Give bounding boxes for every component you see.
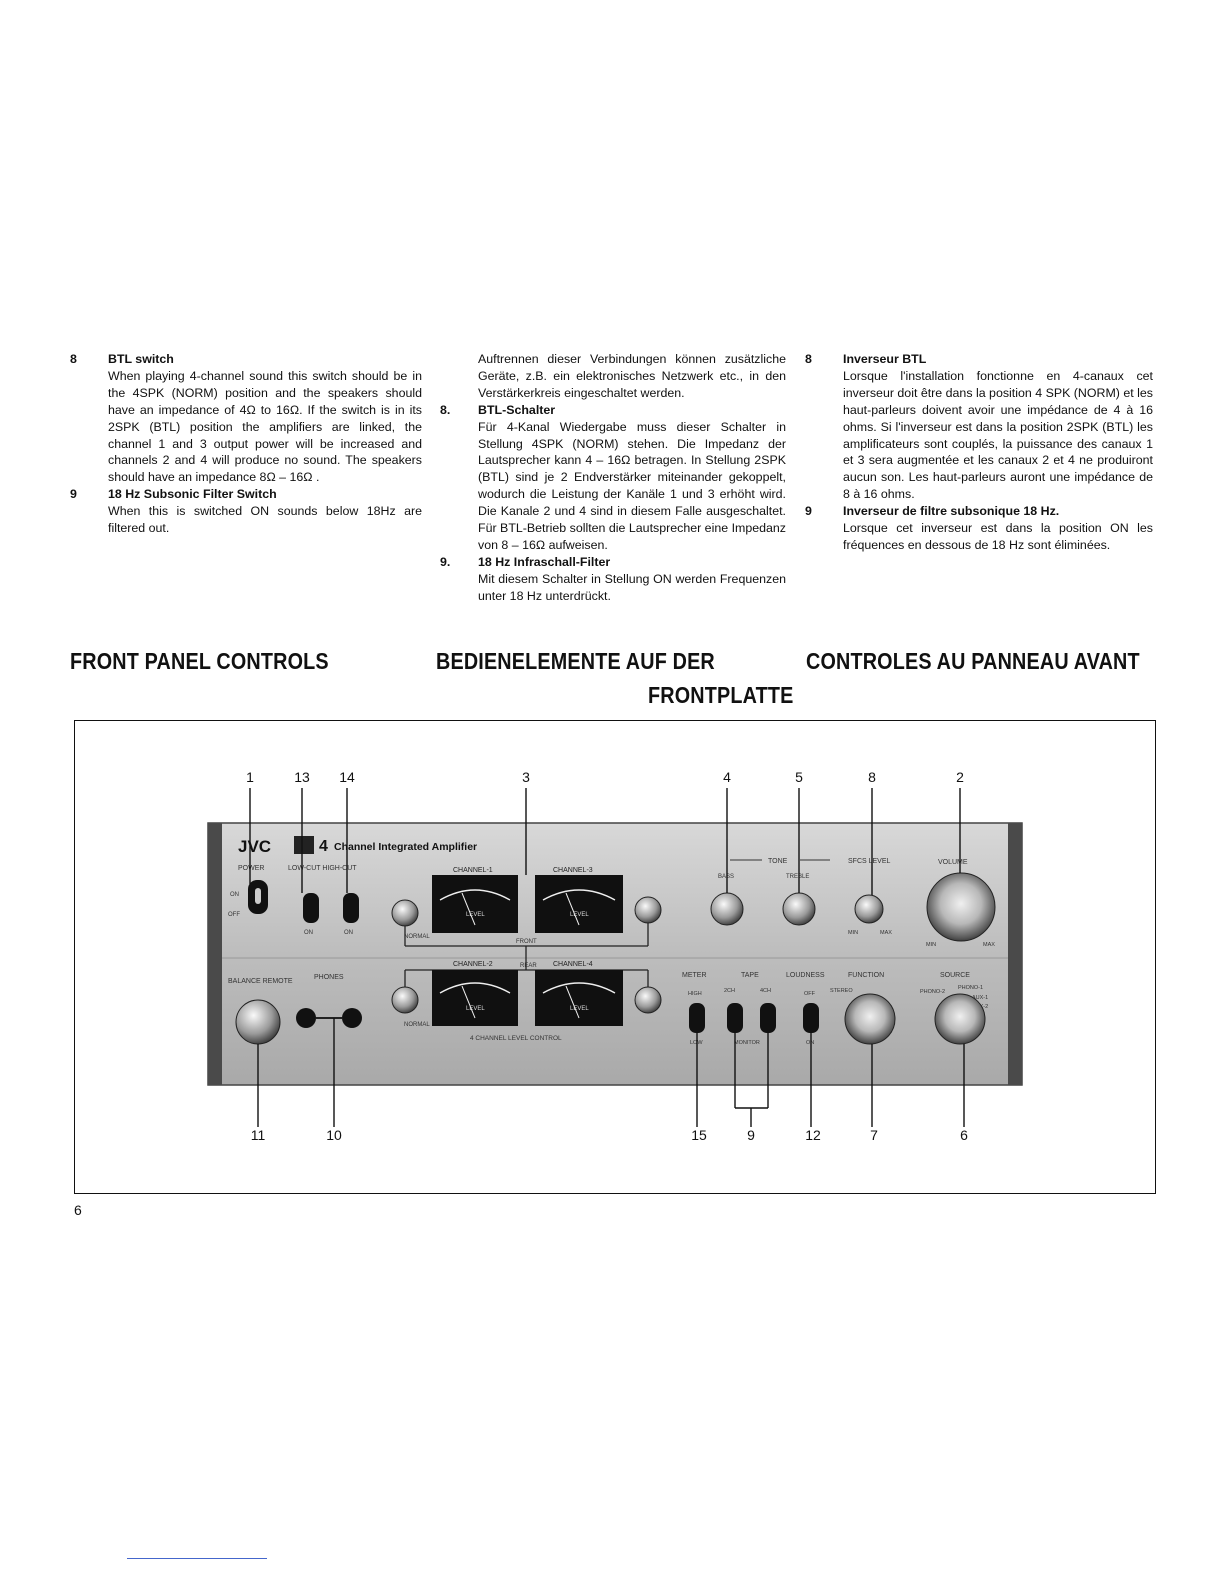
fr-item-9: 9 Inverseur de filtre subsonique 18 Hz. …	[805, 503, 1153, 554]
german-column: Auftrennen dieser Verbindungen können zu…	[440, 351, 786, 605]
de-item-8: 8. BTL-Schalter Für 4-Kanal Wiedergabe m…	[440, 402, 786, 554]
item-title: Inverseur BTL	[843, 352, 927, 366]
item-number: 8	[805, 352, 812, 366]
french-column: 8 Inverseur BTL Lorsque l'installation f…	[805, 351, 1153, 554]
item-body: Lorsque l'installation fonctionne en 4-c…	[843, 368, 1153, 502]
item-body: Mit diesem Schalter in Stellung ON werde…	[478, 571, 786, 603]
item-title: Inverseur de filtre subsonique 18 Hz.	[843, 504, 1060, 519]
footnote-rule	[127, 1558, 267, 1559]
item-number: 8	[70, 352, 77, 366]
heading-german-line1: BEDIENELEMENTE AUF DER	[436, 648, 715, 674]
item-number: 9	[805, 504, 812, 519]
de-item-9: 9. 18 Hz Infraschall-Filter Mit diesem S…	[440, 554, 786, 605]
figure-frame	[74, 720, 1156, 1194]
heading-german-line2: FRONTPLATTE	[648, 682, 794, 708]
item-title: 18 Hz Subsonic Filter Switch	[108, 487, 277, 502]
item-number: 9	[70, 487, 77, 502]
item-title: BTL switch	[108, 352, 174, 366]
page-number: 6	[74, 1202, 82, 1218]
item-number: 8.	[440, 402, 451, 417]
fr-item-8: 8 Inverseur BTL Lorsque l'installation f…	[805, 351, 1153, 503]
item-title: BTL-Schalter	[478, 402, 556, 417]
item-body: When playing 4-channel sound this switch…	[108, 368, 422, 485]
item-body: Lorsque cet inverseur est dans la positi…	[843, 521, 1153, 552]
item-body: Für 4-Kanal Wiedergabe muss dieser Schal…	[478, 419, 786, 552]
heading-english: FRONT PANEL CONTROLS	[70, 648, 329, 674]
de-continuation: Auftrennen dieser Verbindungen können zu…	[478, 352, 786, 400]
heading-french: CONTROLES AU PANNEAU AVANT	[806, 648, 1140, 674]
en-item-9: 9 18 Hz Subsonic Filter Switch When this…	[70, 486, 422, 537]
item-body: When this is switched ON sounds below 18…	[108, 504, 422, 536]
en-item-8: 8 BTL switch When playing 4-channel soun…	[70, 351, 422, 486]
english-column: 8 BTL switch When playing 4-channel soun…	[70, 351, 422, 537]
item-title: 18 Hz Infraschall-Filter	[478, 554, 611, 569]
item-number: 9.	[440, 554, 451, 569]
